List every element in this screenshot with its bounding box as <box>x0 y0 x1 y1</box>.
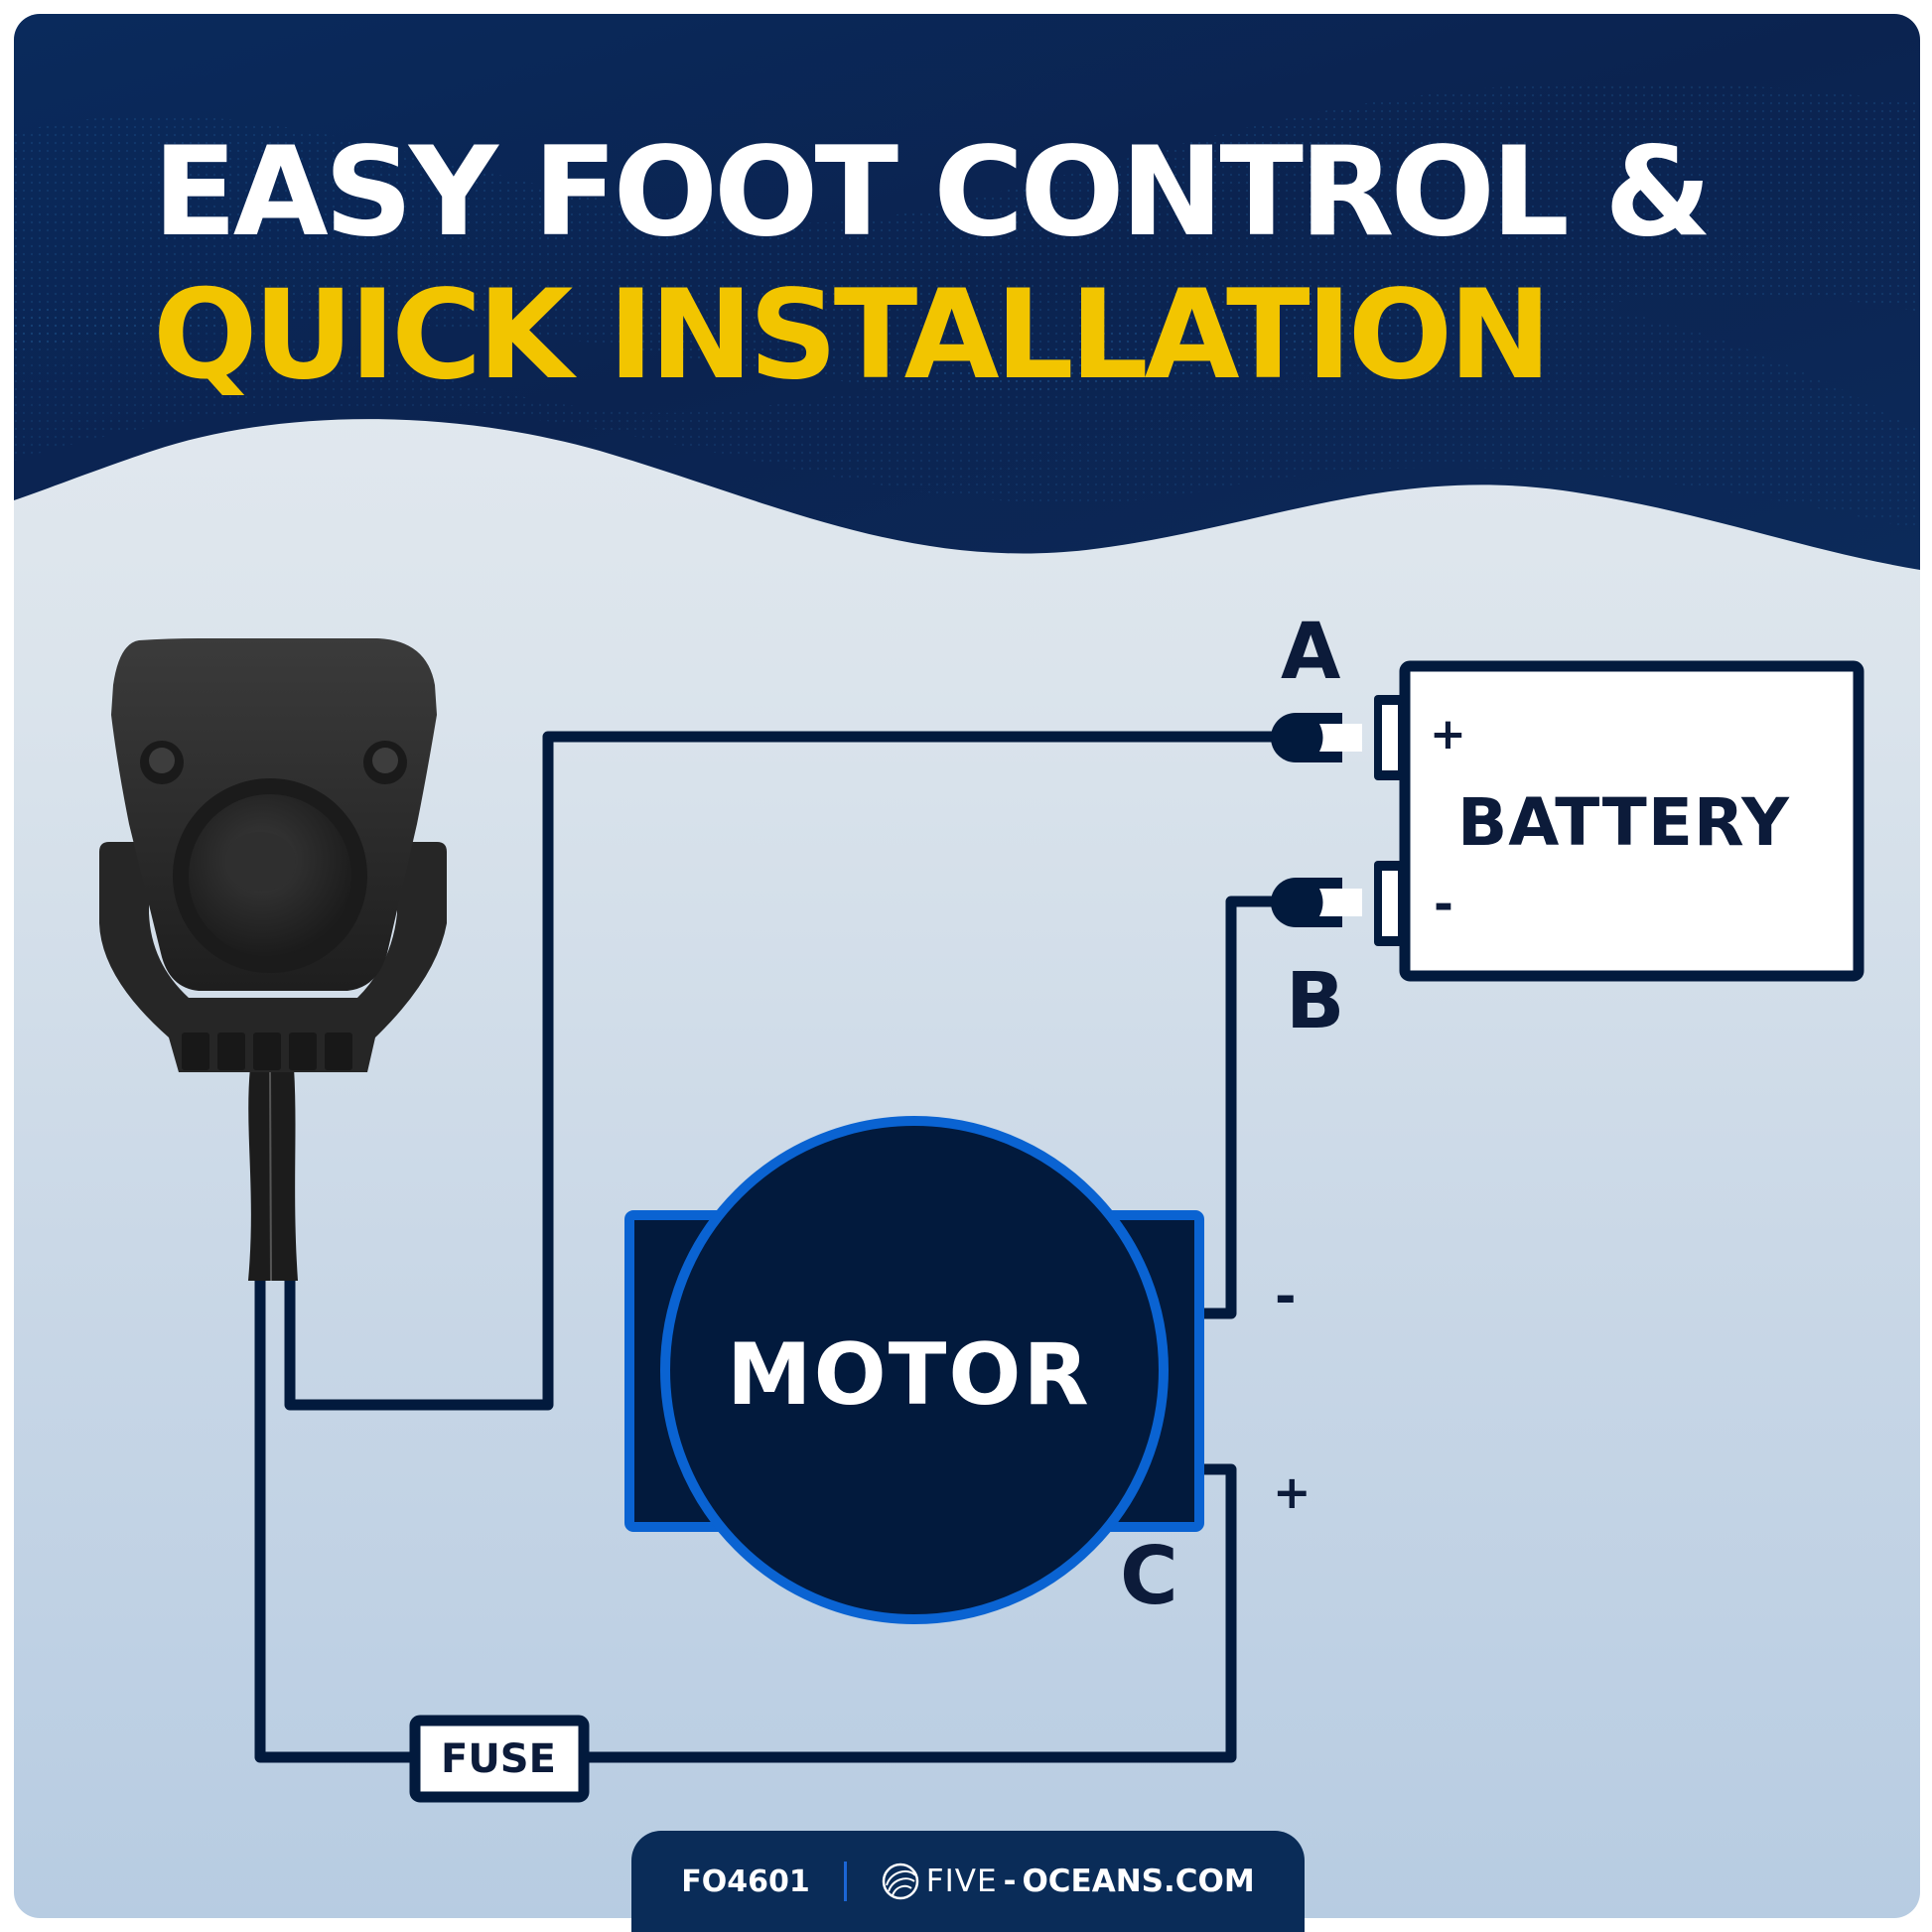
wire-battery-negative-to-motor <box>1190 896 1287 1319</box>
footer-bar: FO4601 FIVE-OCEANS.COM <box>631 1831 1305 1932</box>
title-line-2: QUICK INSTALLATION <box>153 264 1552 407</box>
wave-background <box>14 14 1920 570</box>
fuse-box <box>409 1715 590 1803</box>
motor-positive-symbol: + <box>1273 1465 1311 1519</box>
shell-wave-logo-icon <box>882 1863 919 1900</box>
battery-terminal-a <box>1271 695 1406 780</box>
footer-divider <box>843 1862 847 1901</box>
fuse-label: FUSE <box>441 1736 556 1782</box>
terminal-c-label: C <box>1120 1530 1178 1622</box>
motor-negative-symbol: - <box>1275 1267 1297 1326</box>
motor-label: MOTOR <box>727 1325 1091 1425</box>
motor-symbol <box>624 1116 1204 1624</box>
brand-five: FIVE <box>925 1863 998 1899</box>
battery-positive-symbol: + <box>1430 709 1466 759</box>
foot-switch-image <box>99 638 447 1282</box>
wire-motor-positive-to-fuse-to-switch <box>254 1275 1237 1763</box>
product-code: FO4601 <box>681 1863 810 1899</box>
terminal-a-label: A <box>1281 608 1341 697</box>
terminal-b-label: B <box>1286 957 1345 1046</box>
battery-negative-symbol: - <box>1434 877 1453 932</box>
battery-box <box>1399 660 1864 982</box>
battery-terminal-b <box>1271 861 1406 946</box>
battery-label: BATTERY <box>1457 784 1790 861</box>
wire-switch-to-battery-positive <box>284 731 1287 1411</box>
title-line-1: EASY FOOT CONTROL & <box>153 121 1712 264</box>
header-banner: EASY FOOT CONTROL & QUICK INSTALLATION <box>14 14 1920 570</box>
brand-link[interactable]: FIVE-OCEANS.COM <box>881 1862 1255 1901</box>
brand-oceans: OCEANS.COM <box>1022 1863 1255 1899</box>
brand-dash: - <box>1003 1863 1017 1899</box>
